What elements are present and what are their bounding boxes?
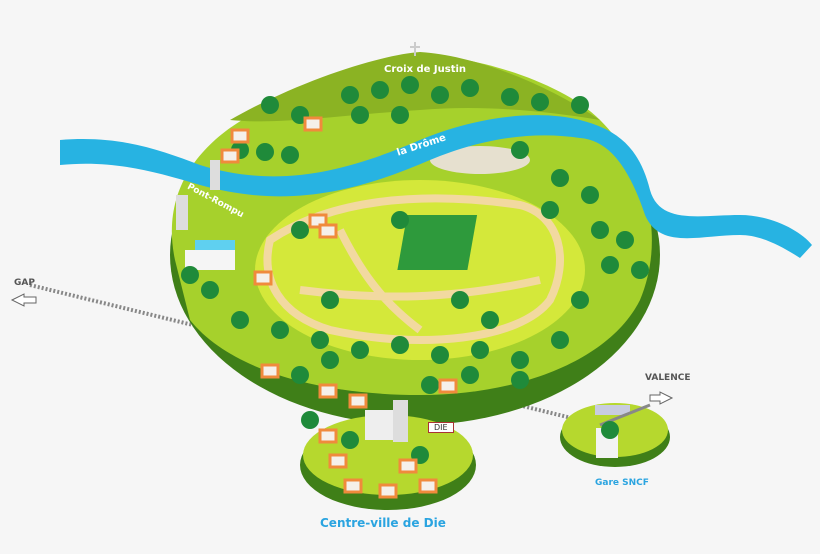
tree xyxy=(181,266,199,284)
tree xyxy=(591,221,609,239)
tree xyxy=(301,411,319,429)
tree xyxy=(391,211,409,229)
tree xyxy=(461,366,479,384)
tree xyxy=(616,231,634,249)
tree xyxy=(481,311,499,329)
house xyxy=(348,393,368,409)
house xyxy=(318,223,338,239)
tree xyxy=(501,88,519,106)
cross-icon xyxy=(410,42,420,56)
tree xyxy=(261,96,279,114)
church-tower xyxy=(393,400,408,442)
tree xyxy=(351,106,369,124)
tree xyxy=(321,351,339,369)
tree xyxy=(291,221,309,239)
tree xyxy=(271,321,289,339)
tree xyxy=(571,291,589,309)
house xyxy=(318,383,338,399)
tree xyxy=(341,431,359,449)
tree xyxy=(531,93,549,111)
tree xyxy=(311,331,329,349)
house xyxy=(318,428,338,444)
arrow-valence-icon xyxy=(649,391,674,405)
tree xyxy=(351,341,369,359)
house xyxy=(253,270,273,286)
beach xyxy=(430,146,530,174)
label-gare-sncf: Gare SNCF xyxy=(595,478,649,488)
tree xyxy=(451,291,469,309)
house xyxy=(303,116,323,132)
tree xyxy=(511,141,529,159)
sports-field xyxy=(397,215,478,270)
tree xyxy=(511,371,529,389)
bridge-pier xyxy=(176,195,188,230)
tree xyxy=(461,79,479,97)
house xyxy=(328,453,348,469)
label-croix-de-justin: Croix de Justin xyxy=(384,64,467,75)
arrow-gap-icon xyxy=(10,293,37,307)
tree xyxy=(541,201,559,219)
tree xyxy=(551,169,569,187)
tree xyxy=(581,186,599,204)
house xyxy=(378,483,398,499)
pool-building xyxy=(185,250,235,270)
die-sign: DIE xyxy=(428,422,454,433)
tree xyxy=(201,281,219,299)
tree xyxy=(571,96,589,114)
tree xyxy=(231,311,249,329)
tree xyxy=(551,331,569,349)
house xyxy=(438,378,458,394)
label-centre-ville: Centre-ville de Die xyxy=(320,516,446,530)
tree xyxy=(281,146,299,164)
tree xyxy=(371,81,389,99)
tree xyxy=(471,341,489,359)
house xyxy=(343,478,363,494)
tree xyxy=(511,351,529,369)
house xyxy=(230,128,250,144)
tree xyxy=(256,143,274,161)
tree xyxy=(291,366,309,384)
tree xyxy=(321,291,339,309)
tree xyxy=(391,336,409,354)
tree xyxy=(601,421,619,439)
tree xyxy=(431,346,449,364)
house xyxy=(220,148,240,164)
tree xyxy=(421,376,439,394)
tree xyxy=(401,76,419,94)
tree xyxy=(391,106,409,124)
river-drome xyxy=(60,115,812,259)
tree xyxy=(431,86,449,104)
tree xyxy=(601,256,619,274)
tree xyxy=(631,261,649,279)
house xyxy=(260,363,280,379)
label-gap: GAP xyxy=(14,278,35,288)
label-valence: VALENCE xyxy=(645,373,691,383)
house xyxy=(398,458,418,474)
church xyxy=(365,410,395,440)
house xyxy=(418,478,438,494)
bridge-pier xyxy=(210,160,220,190)
train xyxy=(595,405,630,415)
tree xyxy=(341,86,359,104)
